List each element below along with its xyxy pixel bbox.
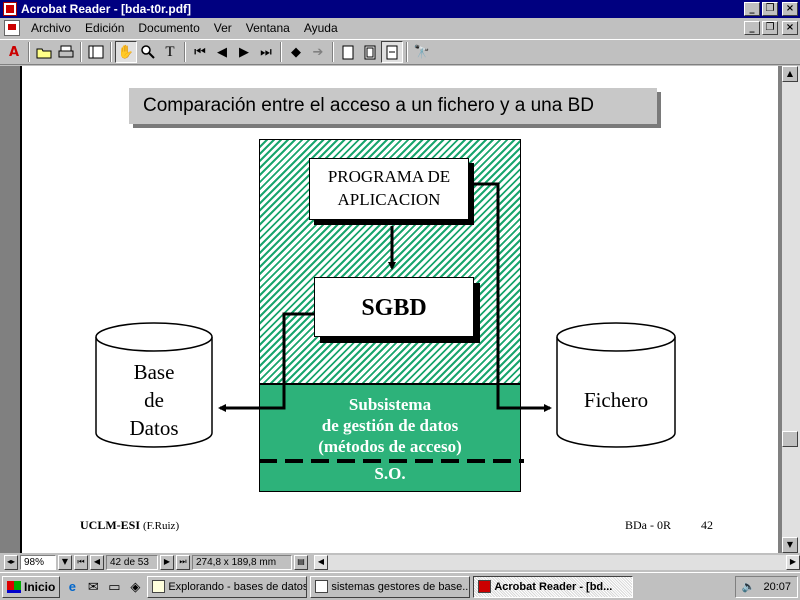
subsystem-label: Subsistema de gestión de datos (métodos …	[318, 395, 462, 456]
folder-icon	[152, 580, 166, 593]
windows-logo-icon	[7, 580, 21, 593]
menu-bar: Archivo Edición Documento Ver Ventana Ay…	[0, 18, 800, 38]
scroll-right-button[interactable]: ▶	[786, 554, 800, 570]
menu-archivo[interactable]: Archivo	[31, 21, 72, 35]
restore-button[interactable]: ❐	[762, 2, 778, 16]
footer-org: UCLM-ESI (F.Ruiz)	[80, 518, 180, 532]
slide-title: Comparación entre el acceso a un fichero…	[129, 88, 657, 124]
scroll-left-button[interactable]: ◀	[314, 554, 328, 570]
first-page-icon[interactable]: ⏮	[194, 44, 206, 60]
acrobat-task-icon	[478, 580, 492, 593]
taskbar: Inicio e ✉ ▭ ◈ Explorando - bases de dat…	[0, 572, 800, 600]
programa-aplicacion-box: PROGRAMA DE APLICACION	[309, 158, 469, 220]
page-layout-icon[interactable]: ▤	[294, 554, 308, 570]
base-de-datos-label: Base de Datos	[129, 360, 179, 440]
window-title: Acrobat Reader - [bda-t0r.pdf]	[21, 2, 192, 16]
task-acrobat[interactable]: Acrobat Reader - [bd...	[473, 575, 634, 598]
menu-ayuda[interactable]: Ayuda	[303, 21, 338, 35]
zoom-field[interactable]: 98%	[20, 554, 56, 570]
next-page-icon[interactable]: ▶	[239, 44, 249, 60]
acrobat-app-icon[interactable]	[3, 2, 17, 16]
status-last-page-icon[interactable]: ⏭	[176, 554, 190, 570]
page-size-field: 274,8 x 189,8 mm	[192, 554, 292, 570]
volume-icon[interactable]: 🔈	[741, 581, 756, 593]
scroll-thumb[interactable]	[782, 431, 798, 447]
diagram-lines	[95, 182, 676, 463]
scroll-down-button[interactable]: ▼	[782, 537, 798, 553]
split-handle-icon[interactable]: ◂▸	[4, 554, 18, 570]
footer-page-number: 42	[701, 518, 713, 532]
actual-size-icon[interactable]	[337, 41, 359, 63]
toolbar: A ✋ T ⏮ ◀ ▶ ⏭ ◆ ➔ 🔭	[0, 39, 800, 65]
open-icon[interactable]	[33, 41, 55, 63]
doc-minimize-button[interactable]: _	[744, 21, 760, 35]
back-icon[interactable]: ◆	[291, 44, 301, 60]
status-bar: ◂▸ 98% ▼ ⏮ ◀ 42 de 53 ▶ ⏭ 274,8 x 189,8 …	[0, 553, 800, 571]
print-icon[interactable]	[55, 41, 77, 63]
thumbnails-icon[interactable]	[85, 41, 107, 63]
footer-code: BDa - 0R	[625, 518, 671, 532]
doc-restore-button[interactable]: ❐	[762, 21, 778, 35]
outlook-icon[interactable]: ✉	[87, 578, 99, 594]
doc-close-button[interactable]: ×	[782, 21, 798, 35]
system-tray: 🔈 20:07	[734, 575, 798, 598]
fichero-label: Fichero	[583, 388, 649, 412]
close-button[interactable]: ×	[782, 2, 798, 16]
pdf-page[interactable]: Comparación entre el acceso a un fichero…	[20, 66, 778, 553]
menu-edicion[interactable]: Edición	[85, 21, 125, 35]
acrobat-logo-icon[interactable]: A	[8, 44, 20, 60]
os-layer-box	[259, 384, 521, 492]
hand-icon[interactable]: ✋	[115, 41, 137, 63]
zoom-dropdown-icon[interactable]: ▼	[58, 554, 72, 570]
start-button[interactable]: Inicio	[2, 575, 61, 598]
status-first-page-icon[interactable]: ⏮	[74, 554, 88, 570]
word-icon	[315, 580, 329, 593]
zoom-icon[interactable]	[137, 41, 159, 63]
sgbd-box: SGBD	[314, 277, 474, 337]
so-label: S.O.	[374, 464, 406, 483]
vertical-scrollbar[interactable]: ▲ ▼	[782, 66, 800, 553]
clock[interactable]: 20:07	[763, 580, 791, 593]
task-word[interactable]: sistemas gestores de base...	[310, 575, 471, 598]
scroll-up-button[interactable]: ▲	[782, 66, 798, 82]
find-icon[interactable]: 🔭	[413, 44, 431, 60]
minimize-button[interactable]: _	[744, 2, 760, 16]
menu-ventana[interactable]: Ventana	[245, 21, 290, 35]
page-field[interactable]: 42 de 53	[106, 554, 158, 570]
document-icon[interactable]	[4, 20, 20, 36]
menu-ver[interactable]: Ver	[213, 21, 232, 35]
horizontal-scrollbar[interactable]: ◀ ▶	[314, 554, 800, 570]
prev-page-icon[interactable]: ◀	[217, 44, 227, 60]
ie-icon[interactable]: e	[68, 579, 76, 594]
desktop-icon[interactable]: ▭	[108, 578, 121, 594]
status-next-page-icon[interactable]: ▶	[160, 554, 174, 570]
text-select-icon[interactable]: T	[165, 43, 175, 60]
forward-icon[interactable]: ➔	[312, 44, 324, 60]
last-page-icon[interactable]: ⏭	[260, 44, 272, 60]
status-prev-page-icon[interactable]: ◀	[90, 554, 104, 570]
channels-icon[interactable]: ◈	[130, 578, 141, 594]
title-bar: Acrobat Reader - [bda-t0r.pdf] _ ❐ ×	[0, 0, 800, 18]
fit-page-icon[interactable]	[359, 41, 381, 63]
menu-documento[interactable]: Documento	[138, 21, 200, 35]
fit-width-icon[interactable]	[381, 41, 403, 63]
task-explorer[interactable]: Explorando - bases de datos	[147, 575, 308, 598]
